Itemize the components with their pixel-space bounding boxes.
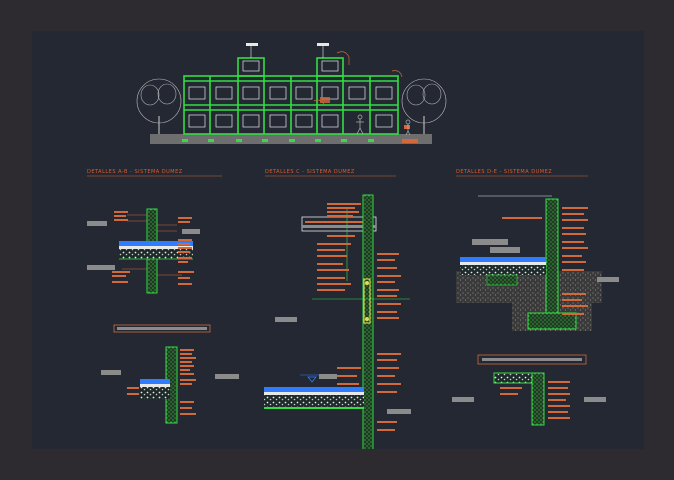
tree-icon xyxy=(401,78,447,134)
detail-a xyxy=(87,208,200,294)
elevation-annotations xyxy=(313,51,417,142)
tree-icon xyxy=(136,78,182,134)
cad-drawing-canvas: DETALLES A-B - SISTEMA DUMEZ DETALLES C … xyxy=(32,31,644,449)
section-title-de: DETALLES D-E - SISTEMA DUMEZ xyxy=(456,169,552,175)
detail-c xyxy=(264,194,411,449)
person-icon xyxy=(405,119,411,136)
building-elevation xyxy=(136,43,447,144)
detail-d xyxy=(456,195,619,331)
elevation-windows xyxy=(188,60,393,128)
section-title-ab: DETALLES A-B - SISTEMA DUMEZ xyxy=(87,169,183,175)
roof-marker xyxy=(317,43,329,46)
roof-marker xyxy=(246,43,258,46)
section-title-c: DETALLES C - SISTEMA DUMEZ xyxy=(265,169,355,175)
person-icon xyxy=(356,114,364,135)
detail-e xyxy=(452,354,606,426)
cad-drawing: DETALLES A-B - SISTEMA DUMEZ DETALLES C … xyxy=(87,43,619,449)
section-titles: DETALLES A-B - SISTEMA DUMEZ DETALLES C … xyxy=(87,169,588,177)
level-marker-icon xyxy=(182,139,374,142)
detail-b xyxy=(101,324,239,424)
